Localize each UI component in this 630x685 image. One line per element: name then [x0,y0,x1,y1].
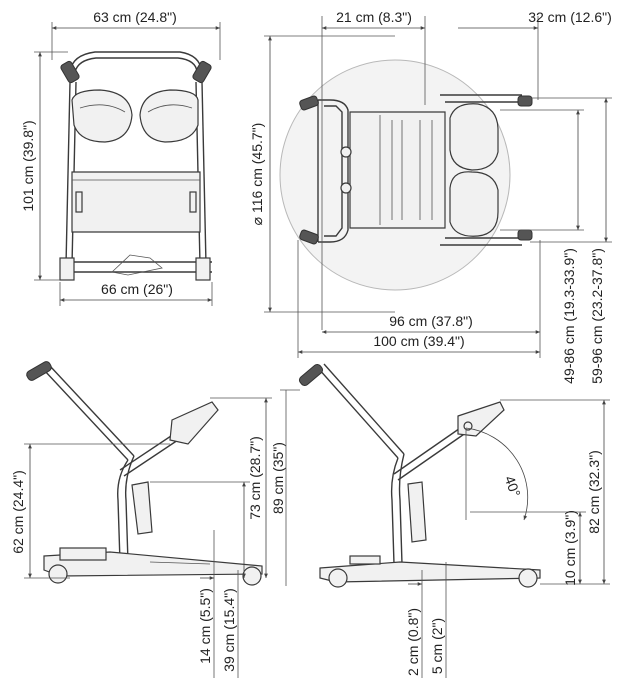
dim-side2-2: 2 cm (0.8") [405,608,421,676]
dim-range-59-96: 59-96 cm (23.2-37.8") [589,248,605,384]
dim-side2-10: 10 cm (3.9") [562,510,578,586]
dim-front-height: 101 cm (39.8") [20,120,36,211]
dim-top-offset-b: 32 cm (12.6") [528,9,612,25]
dim-top-offset-a: 21 cm (8.3") [336,9,412,25]
side-view-right [280,363,610,678]
top-view [264,16,612,358]
dim-side-base-39: 39 cm (15.4") [221,588,237,672]
front-view [34,22,221,306]
dim-side2-5: 5 cm (2") [429,618,445,674]
dim-side-height-89: 89 cm (35") [270,442,286,514]
dim-side2-82: 82 cm (32.3") [586,450,602,534]
dim-side-base-14: 14 cm (5.5") [197,588,213,664]
dim-side-knee-height: 62 cm (24.4") [10,470,26,554]
dim-range-49-86: 49-86 cm (19.3-33.9") [561,248,577,384]
dim-turning-diameter: ⌀ 116 cm (45.7") [249,123,265,226]
dim-top-length-inner: 96 cm (37.8") [389,313,473,329]
side-view-left [24,361,272,678]
dim-front-width-top: 63 cm (24.8") [93,9,177,25]
dim-angle: 40° [502,474,524,499]
dim-side-height-73: 73 cm (28.7") [247,436,263,520]
dim-front-base-width: 66 cm (26") [101,281,173,297]
dim-top-length-outer: 100 cm (39.4") [373,333,464,349]
